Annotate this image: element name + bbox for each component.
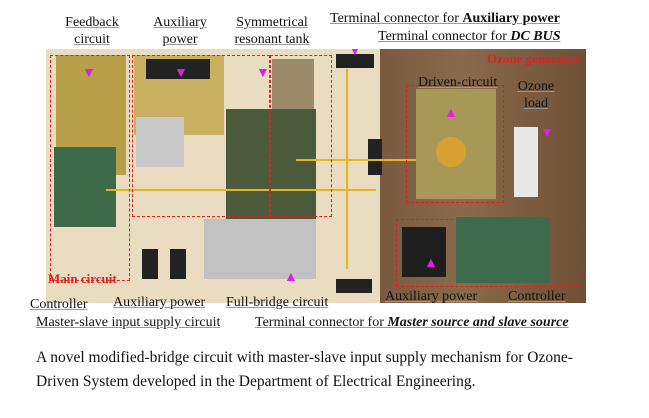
aux-power-right (402, 227, 446, 277)
dashed-region-driven (406, 85, 504, 203)
label-master-slave-circuit: Master-slave input supply circuit (36, 315, 221, 330)
dashed-region-aux (132, 55, 270, 217)
label-ozone-generator: Ozone generator (487, 51, 580, 66)
label-terminal-master-slave: Terminal connector for Master source and… (255, 314, 569, 331)
label-line: Symmetrical (236, 15, 308, 30)
terminal-block (336, 279, 372, 293)
label-ozone-load: Ozone load (515, 78, 557, 112)
arrow-icon: ▼ (348, 49, 362, 59)
label-controller-right: Controller (508, 289, 566, 304)
controller-board (54, 147, 116, 227)
label-line: load (523, 96, 549, 111)
label-controller-left: Controller (30, 297, 88, 312)
toroid (436, 137, 466, 167)
caption-line-1: A novel modified-bridge circuit with mas… (36, 349, 573, 366)
arrow-icon: ▼ (82, 66, 96, 81)
label-line: circuit (74, 32, 110, 47)
label-line: Feedback (65, 15, 119, 30)
heatsink (136, 117, 184, 167)
label-symmetrical-resonant-tank: Symmetrical resonant tank (226, 14, 318, 48)
label-line: power (162, 32, 198, 47)
label-driven-circuit: Driven-circuit (418, 75, 498, 90)
label-prefix: Terminal connector for (330, 11, 463, 26)
arrow-icon: ▲ (444, 106, 458, 121)
dashed-region-feedback (50, 55, 130, 281)
label-prefix: Terminal connector for (255, 315, 388, 330)
controller-right (456, 217, 550, 283)
label-line: Auxiliary (153, 15, 207, 30)
label-emphasis: Auxiliary power (462, 11, 560, 26)
label-feedback-circuit: Feedback circuit (60, 14, 124, 48)
label-terminal-aux-power: Terminal connector for Auxiliary power (330, 10, 560, 27)
label-terminal-dc-bus: Terminal connector for DC BUS (378, 28, 561, 45)
label-auxiliary-power-bottom-right: Auxiliary power (385, 289, 478, 304)
wire (346, 69, 348, 269)
label-auxiliary-power-top: Auxiliary power (148, 14, 212, 48)
aux-inductor (170, 249, 186, 279)
full-bridge-heatsink (204, 219, 316, 279)
terminal-block (336, 54, 374, 68)
ozone-load (514, 127, 538, 197)
label-main-circuit: Main circuit (48, 271, 117, 286)
label-full-bridge-circuit: Full-bridge circuit (226, 295, 329, 310)
label-auxiliary-power-bottom-left: Auxiliary power (113, 295, 206, 310)
resonant-board (272, 59, 314, 113)
aux-inductor (142, 249, 158, 279)
terminal-block (368, 139, 382, 175)
wire (296, 159, 416, 161)
arrow-icon: ▼ (540, 126, 554, 141)
label-prefix: Terminal connector for (378, 29, 511, 44)
arrow-icon: ▲ (284, 270, 298, 285)
dashed-region-controller (396, 219, 582, 287)
dashed-region-tank (270, 55, 332, 217)
label-emphasis: Master source and slave source (387, 315, 569, 330)
label-line: resonant tank (234, 32, 310, 47)
label-line: Ozone (517, 79, 555, 94)
transformer (146, 59, 210, 79)
arrow-icon: ▼ (256, 66, 270, 81)
wire (106, 189, 376, 191)
arrow-icon: ▼ (174, 66, 188, 81)
hardware-photo: Ozone generator Main circuit ▼ ▼ ▼ ▼ ▲ ▼… (46, 49, 586, 303)
arrow-icon: ▲ (424, 256, 438, 271)
label-emphasis: DC BUS (510, 29, 561, 44)
caption-line-2: Driven System developed in the Departmen… (36, 373, 476, 390)
resonant-tank-board (226, 109, 316, 219)
